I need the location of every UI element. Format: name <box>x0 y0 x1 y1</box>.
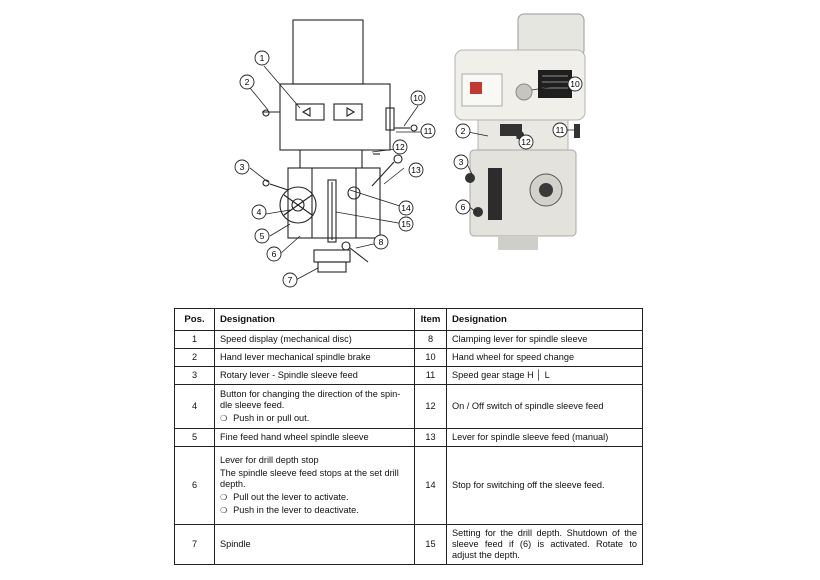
right-callout-number: 12 <box>521 137 531 147</box>
designation-text: Hand lever mechanical spindle brake <box>220 351 371 362</box>
left-callout-number: 6 <box>272 249 277 259</box>
left-callout-circle <box>398 216 414 232</box>
cell-pos: 6 <box>174 446 215 525</box>
cell-pos: 5 <box>174 428 215 447</box>
left-callout-circle <box>266 246 282 262</box>
designation-bullet: Pull out the lever to activate. <box>220 492 409 503</box>
header-designation-left: Designation <box>214 308 415 331</box>
right-callout-circle <box>455 199 471 215</box>
header-designation-right: Designation <box>446 308 643 331</box>
header-pos: Pos. <box>174 308 215 331</box>
cell-pos: 4 <box>174 384 215 429</box>
left-callout-circle <box>254 50 270 66</box>
cell-designation-left: Speed display (mechanical disc) <box>214 330 415 349</box>
left-callout-circle <box>420 123 436 139</box>
table-header-row: Pos. Designation Item Designation <box>174 308 643 331</box>
right-callout-number: 2 <box>461 126 466 136</box>
cell-item: 8 <box>414 330 447 349</box>
cell-designation-right: Stop for switching off the sleeve feed. <box>446 446 643 525</box>
left-callout-number: 3 <box>240 162 245 172</box>
header-item: Item <box>414 308 447 331</box>
right-callout-circle <box>455 123 471 139</box>
cell-item: 15 <box>414 524 447 565</box>
designation-bullet: Push in the lever to deactivate. <box>220 505 409 516</box>
left-callout-number: 7 <box>288 275 293 285</box>
cell-designation-left: Fine feed hand wheel spindle sleeve <box>214 428 415 447</box>
cell-item: 13 <box>414 428 447 447</box>
left-callout-number: 5 <box>260 231 265 241</box>
left-callout-number: 1 <box>260 53 265 63</box>
left-callout-number: 12 <box>395 142 405 152</box>
left-callout-circle <box>239 74 255 90</box>
cell-item: 12 <box>414 384 447 429</box>
cell-designation-right: Speed gear stage H │ L <box>446 366 643 385</box>
right-callout-circle <box>453 154 469 170</box>
cell-pos: 1 <box>174 330 215 349</box>
designation-text: Fine feed hand wheel spindle sleeve <box>220 431 369 442</box>
left-callout-number: 13 <box>411 165 421 175</box>
cell-item: 14 <box>414 446 447 525</box>
left-callout-circle <box>398 200 414 216</box>
right-callout-number: 11 <box>556 125 565 135</box>
cell-designation-right: Lever for spindle sleeve feed (manual) <box>446 428 643 447</box>
designation-text: Lever for drill depth stop <box>220 454 319 465</box>
right-callout-circle <box>518 134 534 150</box>
right-callout-number: 3 <box>459 157 464 167</box>
right-callout-circle <box>567 76 583 92</box>
milling-head-line-drawing <box>262 19 418 273</box>
cell-designation-right: Hand wheel for speed change <box>446 348 643 367</box>
right-callout-circle <box>552 122 568 138</box>
right-callout-number: 6 <box>461 202 466 212</box>
left-callout-number: 2 <box>245 77 250 87</box>
left-callout-circle <box>410 90 426 106</box>
left-callout-number: 10 <box>413 93 423 103</box>
cell-pos: 7 <box>174 524 215 565</box>
left-callout-number: 14 <box>401 203 411 213</box>
designation-note: The spindle sleeve feed stops at the set… <box>220 467 399 489</box>
cell-designation-left: Button for changing the direction of the… <box>214 384 415 429</box>
left-callout-number: 15 <box>401 219 411 229</box>
left-callout-circle <box>392 139 408 155</box>
designation-text: Speed display (mechanical disc) <box>220 333 352 344</box>
cell-item: 10 <box>414 348 447 367</box>
left-callout-circle <box>282 272 298 288</box>
left-callout-circle <box>234 159 250 175</box>
left-callout-circle <box>408 162 424 178</box>
designation-text: Button for changing the direction of the… <box>220 388 401 410</box>
cell-designation-left: Spindle <box>214 524 415 565</box>
left-callout-number: 4 <box>257 207 262 217</box>
left-callout-number: 8 <box>379 237 384 247</box>
left-callout-circle <box>373 234 389 250</box>
cell-pos: 2 <box>174 348 215 367</box>
cell-designation-left: Hand lever mechanical spindle brake <box>214 348 415 367</box>
right-callout-number: 10 <box>570 79 580 89</box>
cell-pos: 3 <box>174 366 215 385</box>
cell-designation-right: On / Off switch of spindle sleeve feed <box>446 384 643 429</box>
left-callout-circle <box>254 228 270 244</box>
designation-text: Spindle <box>220 538 251 549</box>
cell-designation-right: Setting for the drill depth. Shutdown of… <box>446 524 643 565</box>
cell-designation-left: Rotary lever - Spindle sleeve feed <box>214 366 415 385</box>
designation-text: Rotary lever - Spindle sleeve feed <box>220 369 358 380</box>
left-callout-circle <box>251 204 267 220</box>
cell-item: 11 <box>414 366 447 385</box>
designation-bullet: Push in or pull out. <box>220 413 409 424</box>
left-callout-number: 11 <box>424 126 433 136</box>
cell-designation-right: Clamping lever for spindle sleeve <box>446 330 643 349</box>
